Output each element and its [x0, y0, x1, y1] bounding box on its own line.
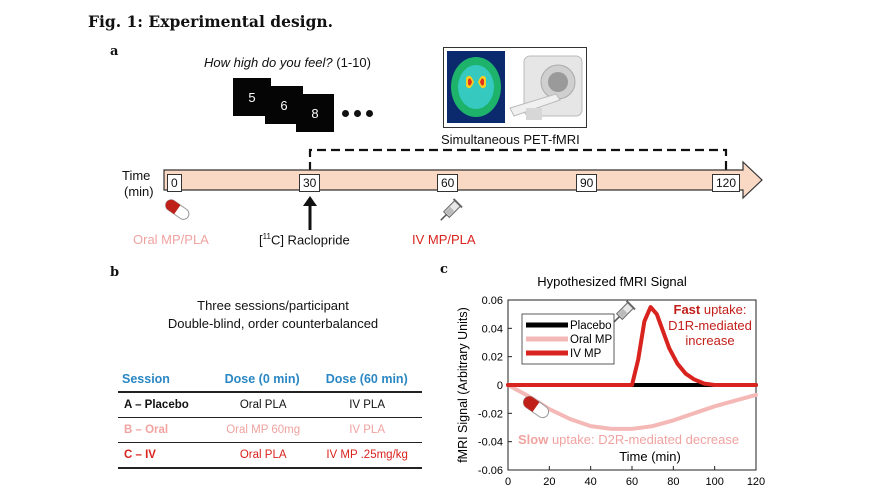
tick-box-60: 60	[437, 174, 459, 192]
legend-label: IV MP	[570, 348, 602, 360]
legend-label: Placebo	[570, 320, 612, 332]
y-tick-label: -0.04	[478, 437, 503, 449]
x-tick-label: 40	[585, 476, 597, 488]
table-row: C – IV Oral PLA IV MP .25mg/kg	[118, 443, 422, 467]
row-dose60: IV PLA	[349, 424, 386, 436]
figure-title: Fig. 1: Experimental design.	[88, 12, 334, 31]
syringe-icon	[440, 198, 463, 221]
time-label: Time	[122, 168, 151, 183]
panel-b-label: b	[110, 265, 120, 280]
y-tick-label: -0.06	[478, 465, 503, 477]
series-line-iv-mp	[506, 305, 758, 387]
tick-box-0: 0	[167, 174, 182, 192]
table-header-row: Session Dose (0 min) Dose (60 min)	[118, 370, 422, 388]
ellipsis-dot	[342, 110, 349, 117]
fmri-signal-chart: Hypothesized fMRI Signal -0.06 -0.04 -0.02 0…	[456, 274, 765, 488]
pet-fmri-bracket	[308, 148, 728, 171]
table-row: B – Oral Oral MP 60mg IV PLA	[118, 418, 422, 442]
stimulus-value: 8	[311, 105, 319, 121]
header-session: Session	[122, 372, 170, 386]
ellipsis-dot	[354, 110, 361, 117]
x-tick-label: 120	[747, 476, 765, 488]
tick-box-30: 30	[299, 174, 321, 192]
question-range: (1-10)	[332, 55, 371, 70]
pet-mri-image	[443, 47, 587, 128]
stimulus-value: 6	[280, 97, 288, 113]
slow-text: uptake: D2R-mediated decrease	[548, 432, 740, 447]
pill-icon	[165, 199, 190, 220]
stimulus-card-3: 8	[296, 94, 334, 132]
sessions-subtitle-1: Three sessions/participant	[197, 298, 349, 313]
table-rule	[118, 442, 422, 443]
stimulus-card-1: 5	[233, 78, 271, 116]
slow-uptake-annotation: Slow uptake: D2R-mediated decrease	[518, 432, 739, 447]
row-dose0: Oral PLA	[239, 449, 287, 461]
tick-box-90: 90	[576, 174, 598, 192]
fast-uptake-annotation: Fast uptake: D1R-mediated increase	[660, 302, 760, 349]
time-unit-label: (min)	[124, 184, 154, 199]
x-tick-label: 60	[626, 476, 638, 488]
series-line-oral-mp	[506, 383, 758, 431]
fast-text-2: D1R-mediated	[668, 317, 752, 333]
table-row: A – Placebo Oral PLA IV PLA	[118, 393, 422, 417]
oral-dose-label: Oral MP/PLA	[133, 232, 209, 247]
stimulus-value: 5	[248, 89, 256, 105]
y-axis-label: fMRI Signal (Arbitrary Units)	[456, 307, 470, 463]
row-dose60: IV PLA	[349, 399, 386, 411]
table-rule	[118, 417, 422, 418]
raclopride-label: [11C] Raclopride	[259, 232, 350, 247]
x-tick-label: 20	[543, 476, 555, 488]
slow-word: Slow	[518, 432, 549, 447]
panel-c-label: c	[440, 262, 448, 277]
x-axis-label: Time (min)	[619, 449, 681, 464]
pet-fmri-label: Simultaneous PET-fMRI	[441, 132, 580, 147]
chart-pill-icon	[522, 395, 550, 419]
fast-word: Fast	[673, 302, 701, 317]
ellipsis-dot	[366, 110, 373, 117]
iv-dose-label: IV MP/PLA	[412, 232, 476, 247]
session-table: Session Dose (0 min) Dose (60 min) A – P…	[118, 370, 422, 469]
chart-title: Hypothesized fMRI Signal	[537, 274, 687, 289]
y-tick-label: 0	[497, 380, 503, 392]
raclopride-isotope: 11	[262, 232, 271, 241]
chart-syringe-icon	[613, 300, 636, 323]
y-tick-label: 0.04	[482, 323, 503, 335]
sessions-subtitle-2: Double-blind, order counterbalanced	[167, 316, 379, 331]
row-session: C – IV	[124, 449, 156, 461]
row-session: B – Oral	[124, 424, 169, 436]
panel-a-label: a	[110, 44, 119, 59]
raclopride-name: C] Raclopride	[270, 232, 350, 248]
x-tick-label: 0	[505, 476, 511, 488]
table-rule	[118, 467, 422, 469]
timeline-arrow	[163, 160, 763, 200]
fast-text-3: increase	[685, 333, 735, 348]
fast-text-1: uptake:	[700, 302, 747, 317]
tick-box-120: 120	[712, 174, 741, 192]
x-tick-label: 80	[667, 476, 679, 488]
header-dose60: Dose (60 min)	[325, 372, 408, 386]
row-dose0: Oral PLA	[239, 399, 287, 411]
row-dose60: IV MP .25mg/kg	[326, 449, 408, 461]
raclopride-bracket: [	[259, 232, 263, 248]
y-tick-label: 0.06	[482, 295, 503, 307]
raclopride-arrow-head	[303, 196, 317, 206]
question-text: How high do you feel? (1-10)	[204, 55, 371, 70]
y-tick-label: -0.02	[478, 408, 503, 420]
y-tick-label: 0.02	[482, 352, 503, 364]
table-rule	[118, 391, 422, 393]
row-dose0: Oral MP 60mg	[226, 424, 301, 436]
pet-scanner-illustration	[447, 51, 583, 123]
question-main: How high do you feel?	[204, 55, 333, 70]
row-session: A – Placebo	[124, 399, 189, 411]
legend-label: Oral MP	[570, 334, 613, 346]
x-tick-label: 100	[705, 476, 723, 488]
header-dose0: Dose (0 min)	[224, 372, 300, 386]
